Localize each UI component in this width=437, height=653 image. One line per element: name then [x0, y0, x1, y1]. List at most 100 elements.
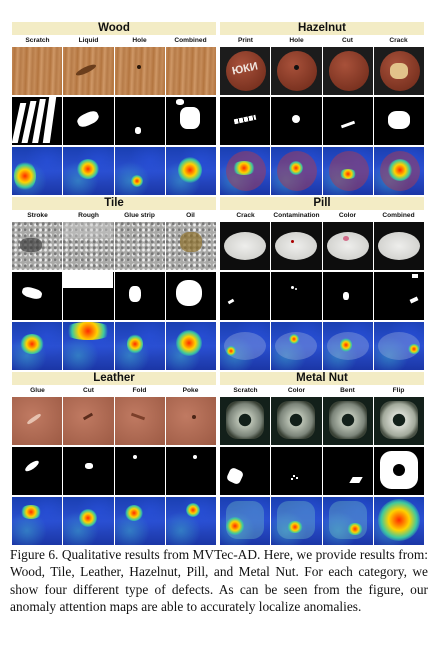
panel-title: Leather [12, 372, 216, 385]
image-grid [220, 397, 424, 545]
input-image [114, 47, 165, 95]
ground-truth-mask [63, 97, 114, 145]
input-image [114, 397, 165, 445]
defect-labels: Scratch Color Bent Flip [220, 386, 424, 396]
panel-title: Pill [220, 197, 424, 210]
ground-truth-mask [165, 97, 216, 145]
defect-labels: Glue Cut Fold Poke [12, 386, 216, 396]
attention-map [373, 147, 424, 195]
ground-truth-mask [114, 97, 165, 145]
attention-map [220, 497, 271, 545]
input-image [373, 222, 424, 270]
attention-map [373, 322, 424, 370]
defect-label: Fold [132, 387, 147, 394]
defect-labels: Stroke Rough Glue strip Oil [12, 211, 216, 221]
panel-title: Metal Nut [220, 372, 424, 385]
panel-hazelnut: Hazelnut Print Hole Cut Crack ЮКИ [220, 22, 424, 195]
ground-truth-mask [12, 272, 63, 320]
defect-label: Color [338, 212, 357, 219]
attention-map [322, 497, 373, 545]
attention-map [12, 497, 63, 545]
defect-label: Scratch [233, 387, 258, 394]
panel-wood: Wood Scratch Liquid Hole Combined [12, 22, 216, 195]
input-image [12, 47, 63, 95]
input-image [322, 47, 373, 95]
ground-truth-mask [12, 447, 63, 495]
input-image [271, 222, 322, 270]
panel-leather: Leather Glue Cut Fold Poke [12, 372, 216, 545]
defect-label: Rough [78, 212, 99, 219]
image-grid: ЮКИ [220, 47, 424, 195]
ground-truth-mask [220, 97, 271, 145]
ground-truth-mask [322, 447, 373, 495]
attention-map [12, 147, 63, 195]
defect-labels: Crack Contamination Color Combined [220, 211, 424, 221]
attention-map [165, 322, 216, 370]
defect-label: Liquid [78, 37, 99, 44]
defect-labels: Scratch Liquid Hole Combined [12, 36, 216, 46]
defect-label: Combined [382, 212, 415, 219]
ground-truth-mask [165, 447, 216, 495]
attention-map [220, 147, 271, 195]
ground-truth-mask [63, 447, 114, 495]
ground-truth-mask [373, 447, 424, 495]
attention-map [63, 497, 114, 545]
attention-map [165, 147, 216, 195]
input-image [271, 47, 322, 95]
ground-truth-mask [165, 272, 216, 320]
defect-label: Stroke [27, 212, 48, 219]
defect-label: Oil [186, 212, 195, 219]
attention-map [165, 497, 216, 545]
input-image [63, 397, 114, 445]
attention-map [271, 497, 322, 545]
attention-map [220, 322, 271, 370]
input-image [165, 222, 216, 270]
attention-map [63, 322, 114, 370]
attention-map [373, 497, 424, 545]
input-image [373, 397, 424, 445]
ground-truth-mask [63, 272, 114, 320]
input-image [373, 47, 424, 95]
panel-pill: Pill Crack Contamination Color Combined [220, 197, 424, 370]
defect-label: Hole [289, 37, 304, 44]
defect-label: Color [287, 387, 306, 394]
attention-map [63, 147, 114, 195]
defect-label: Contamination [273, 212, 320, 219]
defect-label: Poke [182, 387, 199, 394]
defect-label: Print [237, 37, 254, 44]
defect-label: Glue strip [124, 212, 155, 219]
input-image [165, 47, 216, 95]
defect-label: Flip [392, 387, 405, 394]
attention-map [114, 497, 165, 545]
defect-label: Combined [174, 37, 207, 44]
input-image [220, 397, 271, 445]
input-image [322, 222, 373, 270]
panel-metal-nut: Metal Nut Scratch Color Bent Flip [220, 372, 424, 545]
input-image: ЮКИ [220, 47, 271, 95]
ground-truth-mask [373, 272, 424, 320]
image-grid [220, 222, 424, 370]
image-grid [12, 222, 216, 370]
ground-truth-mask [220, 447, 271, 495]
ground-truth-mask [271, 272, 322, 320]
attention-map [12, 322, 63, 370]
input-image [114, 222, 165, 270]
input-image [63, 222, 114, 270]
ground-truth-mask [114, 272, 165, 320]
defect-label: Bent [340, 387, 355, 394]
input-image [63, 47, 114, 95]
ground-truth-mask [114, 447, 165, 495]
figure-caption: Figure 6. Qualitative results from MVTec… [10, 547, 428, 615]
defect-label: Cut [83, 387, 94, 394]
ground-truth-mask [271, 97, 322, 145]
input-image [322, 397, 373, 445]
ground-truth-mask [322, 97, 373, 145]
defect-label: Hole [132, 37, 147, 44]
ground-truth-mask [373, 97, 424, 145]
input-image [12, 397, 63, 445]
panel-title: Hazelnut [220, 22, 424, 35]
ground-truth-mask [322, 272, 373, 320]
ground-truth-mask [12, 97, 63, 145]
input-image [165, 397, 216, 445]
panel-tile: Tile Stroke Rough Glue strip Oil [12, 197, 216, 370]
